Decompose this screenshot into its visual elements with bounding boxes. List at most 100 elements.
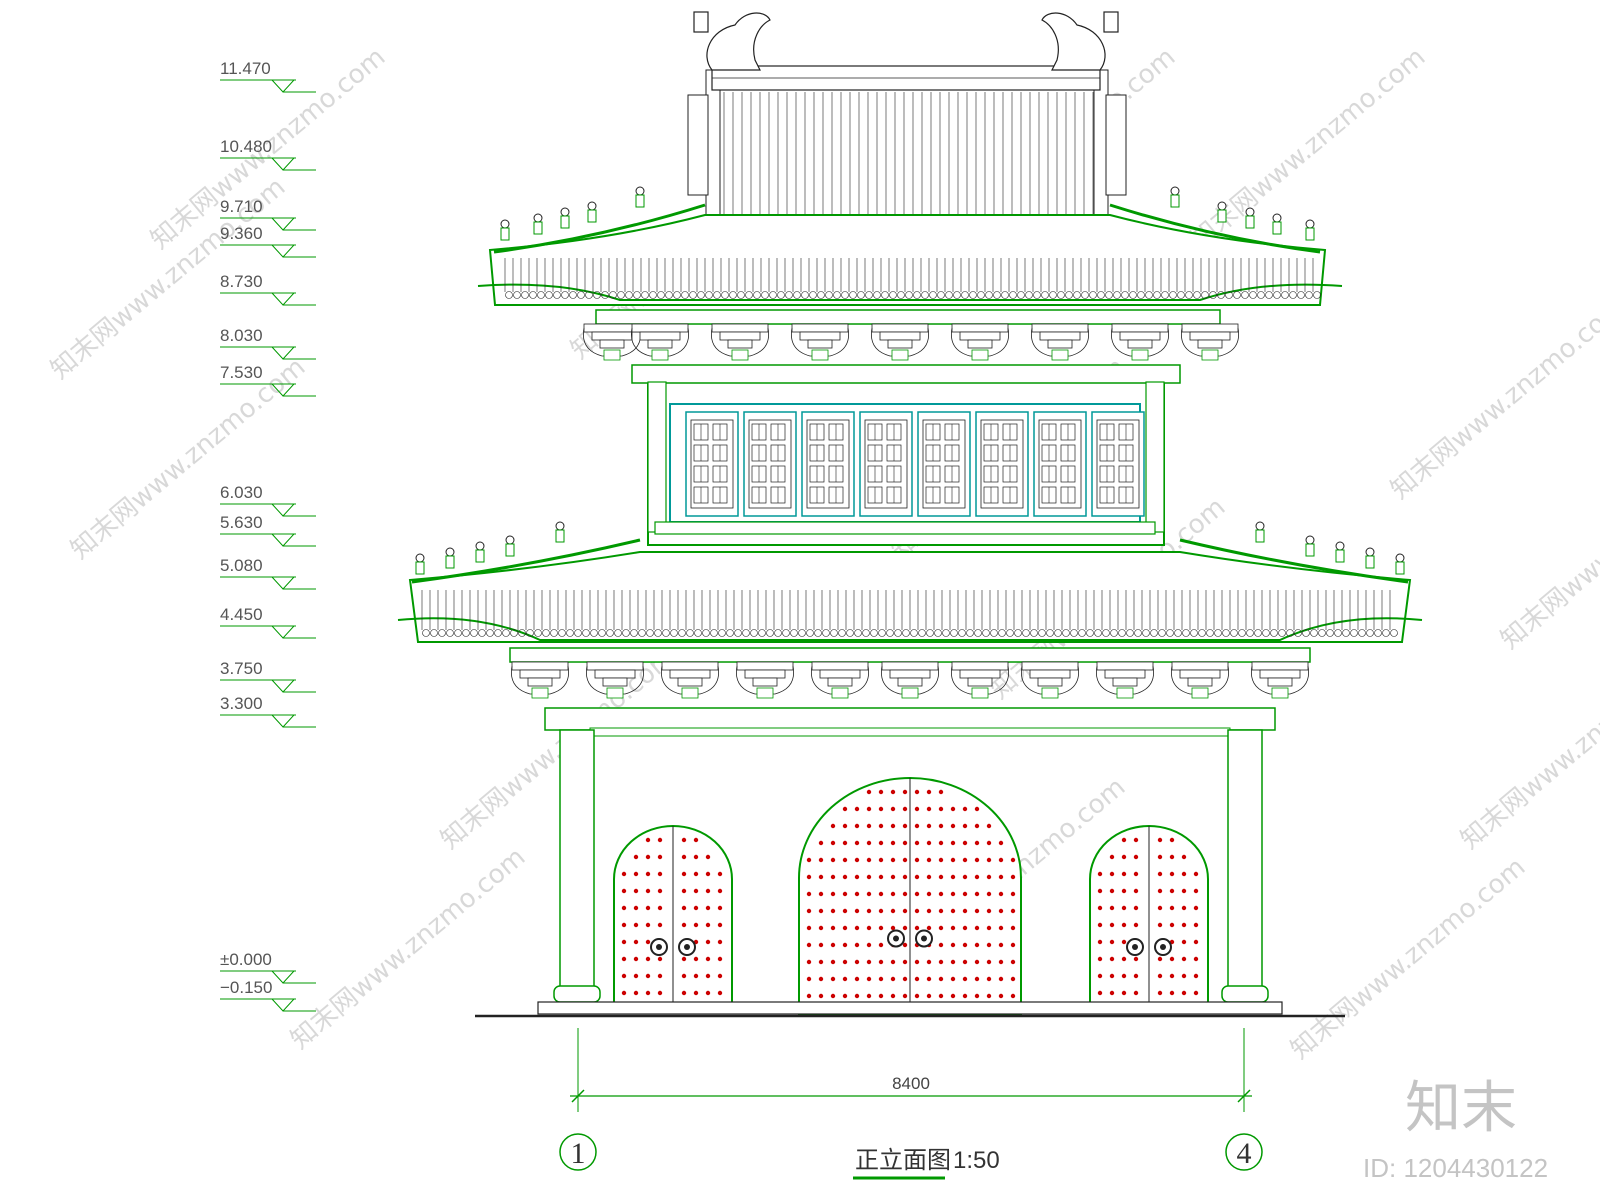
dougong-bracket bbox=[511, 661, 569, 699]
elevation-mark: 7.530 bbox=[220, 363, 316, 397]
ridge-figure bbox=[1365, 547, 1375, 569]
ridge-figure bbox=[415, 553, 425, 575]
watermark-text: 知末网www.znzmo.com bbox=[285, 842, 531, 1055]
axis-label-right: 4 bbox=[1237, 1137, 1252, 1170]
dougong-bracket bbox=[736, 661, 794, 699]
ridge-figure bbox=[1217, 201, 1227, 223]
dougong-bracket bbox=[871, 323, 929, 361]
elevation-label: 8.030 bbox=[220, 326, 263, 345]
ridge-figure bbox=[1272, 213, 1282, 235]
lattice-window-panel bbox=[917, 411, 971, 517]
door-studs bbox=[806, 789, 1016, 999]
watermark-text: 知末网www.znzmo.com bbox=[1385, 292, 1600, 505]
upper-eave-tiles bbox=[504, 258, 1321, 299]
watermark-text: 知末网www.znzmo.com bbox=[1285, 852, 1531, 1065]
dougong-bracket bbox=[791, 323, 849, 361]
ridge-figure bbox=[1335, 541, 1345, 563]
dougong-bracket bbox=[811, 661, 869, 699]
elevation-mark: 8.030 bbox=[220, 326, 316, 360]
dougong-bracket bbox=[1021, 661, 1079, 699]
elevation-label: 6.030 bbox=[220, 483, 263, 502]
elevation-mark: 10.480 bbox=[220, 137, 316, 171]
lattice-window-panel bbox=[1091, 411, 1145, 517]
lower-dougong-row bbox=[511, 661, 1309, 699]
dougong-bracket bbox=[661, 661, 719, 699]
elevation-mark: 8.730 bbox=[220, 272, 316, 306]
ridge-figure bbox=[1305, 219, 1315, 241]
elevation-mark: 11.470 bbox=[220, 59, 316, 93]
dougong-bracket bbox=[1171, 661, 1229, 699]
upper-dougong-row bbox=[583, 323, 1239, 361]
lower-roof bbox=[397, 521, 1423, 699]
elevation-label: 3.750 bbox=[220, 659, 263, 678]
ground-storey bbox=[475, 707, 1345, 1018]
upper-storey bbox=[631, 364, 1181, 546]
dougong-bracket bbox=[711, 323, 769, 361]
elevation-mark: 4.450 bbox=[220, 605, 316, 639]
drawing-title: 正立面图 bbox=[855, 1146, 951, 1174]
elevation-mark: −0.150 bbox=[220, 978, 316, 1012]
dougong-bracket bbox=[1031, 323, 1089, 361]
elevation-label: 7.530 bbox=[220, 363, 263, 382]
watermark-text: 知末网www.znzmo.com bbox=[1455, 642, 1600, 855]
ridge-figure bbox=[560, 207, 570, 229]
dougong-bracket bbox=[881, 661, 939, 699]
ridge-figure bbox=[1395, 553, 1405, 575]
lattice-window-panel bbox=[743, 411, 797, 517]
dougong-bracket bbox=[1111, 323, 1169, 361]
elevation-label: 3.300 bbox=[220, 694, 263, 713]
dougong-bracket bbox=[951, 323, 1009, 361]
dougong-bracket bbox=[1181, 323, 1239, 361]
lattice-window-panel bbox=[975, 411, 1029, 517]
drawing-title-block: 正立面图 1:50 bbox=[853, 1146, 1000, 1180]
ridge-beast-right bbox=[1041, 11, 1119, 71]
elevation-mark: ±0.000 bbox=[220, 950, 316, 984]
watermark-text: 知末网www.znzmo.com bbox=[1495, 442, 1600, 655]
arched-door bbox=[798, 777, 1022, 1015]
lattice-window-panel bbox=[1033, 411, 1087, 517]
arched-doors bbox=[613, 777, 1209, 1015]
ridge-figure bbox=[1170, 186, 1180, 208]
dougong-bracket bbox=[1251, 661, 1309, 699]
arched-door bbox=[1089, 825, 1209, 1005]
ridge-figure bbox=[1305, 535, 1315, 557]
elevation-mark: 3.300 bbox=[220, 694, 316, 728]
elevation-label: 5.630 bbox=[220, 513, 263, 532]
ridge-figure bbox=[533, 213, 543, 235]
lattice-window-panel bbox=[859, 411, 913, 517]
span-dimension-label: 8400 bbox=[892, 1074, 930, 1093]
elevation-mark: 9.360 bbox=[220, 224, 316, 258]
lattice-windows bbox=[685, 411, 1145, 517]
ridge-figure bbox=[587, 201, 597, 223]
elevation-mark: 5.080 bbox=[220, 556, 316, 590]
upper-roof bbox=[477, 11, 1343, 361]
dimension-span: 8400 bbox=[570, 1028, 1252, 1112]
lower-eave-figures bbox=[415, 521, 1405, 575]
dougong-bracket bbox=[631, 323, 689, 361]
axis-label-left: 1 bbox=[571, 1137, 586, 1170]
elevation-label: 9.360 bbox=[220, 224, 263, 243]
elevation-mark: 5.630 bbox=[220, 513, 316, 547]
elevation-label: ±0.000 bbox=[220, 950, 272, 969]
ridge-figure bbox=[1255, 521, 1265, 543]
dougong-bracket bbox=[586, 661, 644, 699]
brand-watermark: 知末 bbox=[1405, 1076, 1517, 1141]
elevation-label: 4.450 bbox=[220, 605, 263, 624]
ridge-figure bbox=[555, 521, 565, 543]
elevation-mark: 9.710 bbox=[220, 197, 316, 231]
ridge-figure bbox=[475, 541, 485, 563]
elevation-label: 10.480 bbox=[220, 137, 272, 156]
image-id: ID: 1204430122 bbox=[1363, 1153, 1548, 1183]
elevation-label: −0.150 bbox=[220, 978, 272, 997]
lattice-window-panel bbox=[801, 411, 855, 517]
drawing-scale: 1:50 bbox=[953, 1147, 1000, 1174]
elevation-label: 8.730 bbox=[220, 272, 263, 291]
ridge-figure bbox=[500, 219, 510, 241]
lower-eave-tiles bbox=[421, 590, 1398, 637]
lattice-window-panel bbox=[685, 411, 739, 517]
axis-marker-left: 1 bbox=[559, 1133, 597, 1171]
dougong-bracket bbox=[1096, 661, 1154, 699]
elevation-label: 11.470 bbox=[220, 59, 271, 78]
